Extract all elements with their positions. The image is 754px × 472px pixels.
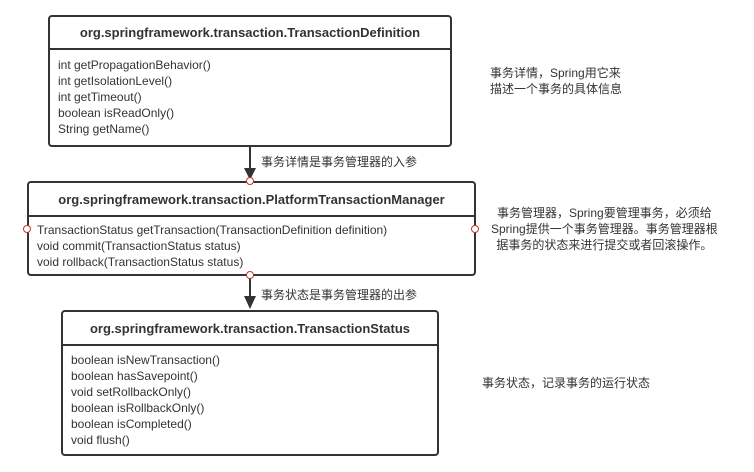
method: boolean isNewTransaction() [71, 353, 220, 367]
method: int getTimeout() [58, 90, 142, 104]
connection-point-icon [471, 225, 479, 233]
note-line: 事务详情，Spring用它来 [490, 66, 621, 80]
class-transaction-status[interactable]: org.springframework.transaction.Transact… [61, 310, 439, 456]
method: void rollback(TransactionStatus status) [37, 255, 244, 269]
note-status: 事务状态，记录事务的运行状态 [482, 375, 650, 391]
note-line: 据事务的状态来进行提交或者回滚操作。 [496, 238, 713, 252]
note-line: Spring提供一个事务管理器。事务管理器根 [491, 222, 718, 236]
class-title: org.springframework.transaction.Transact… [50, 17, 450, 50]
method: void setRollbackOnly() [71, 385, 192, 399]
method: void flush() [71, 433, 130, 447]
note-line: 事务管理器，Spring要管理事务，必须给 [497, 206, 712, 220]
class-title: org.springframework.transaction.Transact… [63, 312, 437, 346]
method: void commit(TransactionStatus status) [37, 239, 241, 253]
method: boolean hasSavepoint() [71, 369, 198, 383]
method: boolean isRollbackOnly() [71, 401, 205, 415]
method: String getName() [58, 122, 150, 136]
method: int getPropagationBehavior() [58, 58, 211, 72]
class-transaction-definition[interactable]: org.springframework.transaction.Transact… [48, 15, 452, 147]
method: TransactionStatus getTransaction(Transac… [37, 223, 388, 237]
method: int getIsolationLevel() [58, 74, 173, 88]
connection-point-icon [23, 225, 31, 233]
arrowhead-icon [244, 168, 256, 180]
note-definition: 事务详情，Spring用它来 描述一个事务的具体信息 [490, 65, 622, 97]
note-manager: 事务管理器，Spring要管理事务，必须给 Spring提供一个事务管理器。事务… [491, 205, 718, 253]
arrow-label-input: 事务详情是事务管理器的入参 [261, 155, 418, 169]
method: boolean isReadOnly() [58, 106, 175, 120]
note-line: 事务状态，记录事务的运行状态 [482, 376, 651, 390]
connection-point-icon [246, 177, 254, 185]
note-line: 描述一个事务的具体信息 [490, 82, 623, 96]
connection-point-icon [246, 271, 254, 279]
class-title: org.springframework.transaction.Platform… [29, 183, 474, 217]
arrowhead-icon [244, 296, 256, 309]
arrow-label-output: 事务状态是事务管理器的出参 [261, 288, 418, 302]
method: boolean isCompleted() [71, 417, 192, 431]
